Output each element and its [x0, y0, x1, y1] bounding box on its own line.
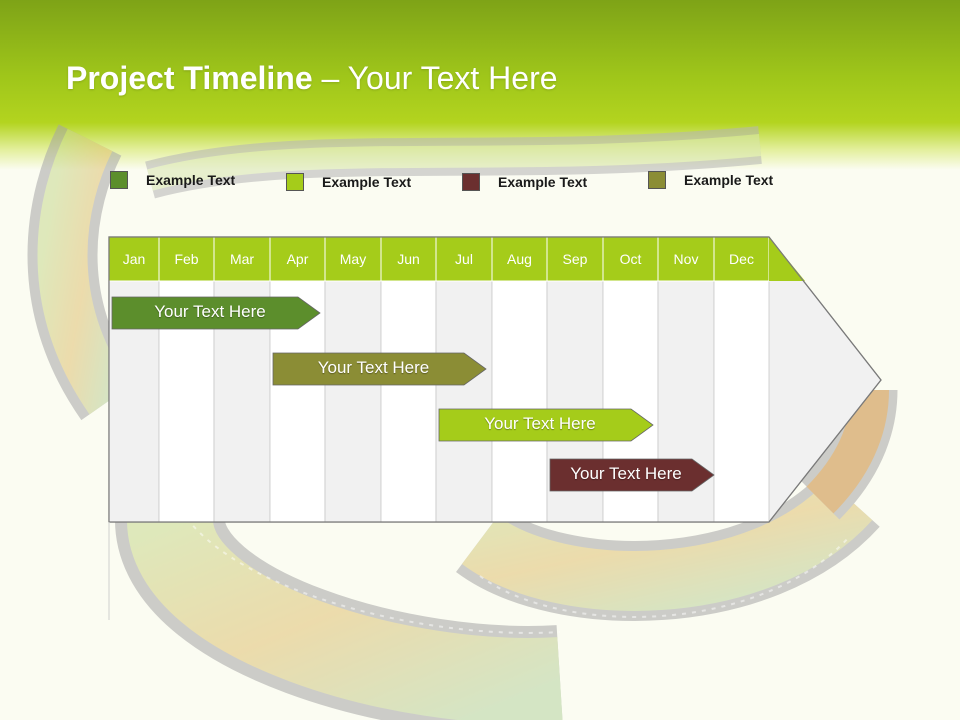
- month-label: Dec: [729, 251, 754, 267]
- legend-item: Example Text: [462, 172, 587, 192]
- month-label: Feb: [174, 251, 199, 267]
- month-label: Jan: [122, 251, 146, 267]
- legend-label: Example Text: [146, 172, 236, 188]
- legend-swatch: [110, 171, 128, 189]
- legend-label: Example Text: [684, 172, 774, 188]
- month-column: [713, 280, 770, 523]
- timeline-arrow-outline: [108, 236, 882, 523]
- task-bar: [111, 296, 321, 330]
- month-header-cell: [491, 236, 548, 282]
- month-header-cell: [158, 236, 215, 282]
- legend-swatch: [462, 173, 480, 191]
- month-label: Aug: [507, 251, 532, 267]
- legend-swatch: [286, 173, 304, 191]
- title-rest: – Your Text Here: [312, 60, 558, 96]
- month-label: Oct: [619, 251, 642, 267]
- month-label: Jul: [455, 251, 473, 267]
- month-label: Nov: [673, 251, 699, 267]
- month-label: Mar: [229, 251, 255, 267]
- legend-swatch: [648, 171, 666, 189]
- legend-item: Example Text: [110, 170, 235, 190]
- page-title: Project Timeline – Your Text Here: [66, 60, 558, 97]
- task-bar: [438, 408, 654, 442]
- task-bar-label: Your Text Here: [570, 464, 682, 483]
- title-bold: Project Timeline: [66, 60, 313, 96]
- task-bar-label: Your Text Here: [484, 414, 596, 433]
- legend-label: Example Text: [498, 174, 588, 190]
- month-header-cell: [324, 236, 382, 282]
- task-bar-label: Your Text Here: [154, 302, 266, 321]
- legend-item: Example Text: [648, 170, 773, 190]
- month-column: [380, 280, 437, 523]
- month-header-cell: [108, 236, 160, 282]
- month-header-cell: [546, 236, 604, 282]
- month-column: [324, 280, 382, 523]
- month-label: May: [339, 251, 367, 267]
- task-bar: [549, 458, 715, 492]
- month-header-cell: [602, 236, 659, 282]
- month-label: Sep: [562, 251, 588, 267]
- month-label: Jun: [397, 251, 420, 267]
- month-label: Apr: [286, 251, 309, 267]
- month-column: [435, 280, 493, 523]
- task-bar: [272, 352, 487, 386]
- task-bar-label: Your Text Here: [317, 358, 430, 377]
- month-column: [491, 280, 548, 523]
- legend-label: Example Text: [322, 174, 412, 190]
- month-header-cell: [380, 236, 437, 282]
- legend-item: Example Text: [286, 172, 411, 192]
- month-header-cell: [435, 236, 493, 282]
